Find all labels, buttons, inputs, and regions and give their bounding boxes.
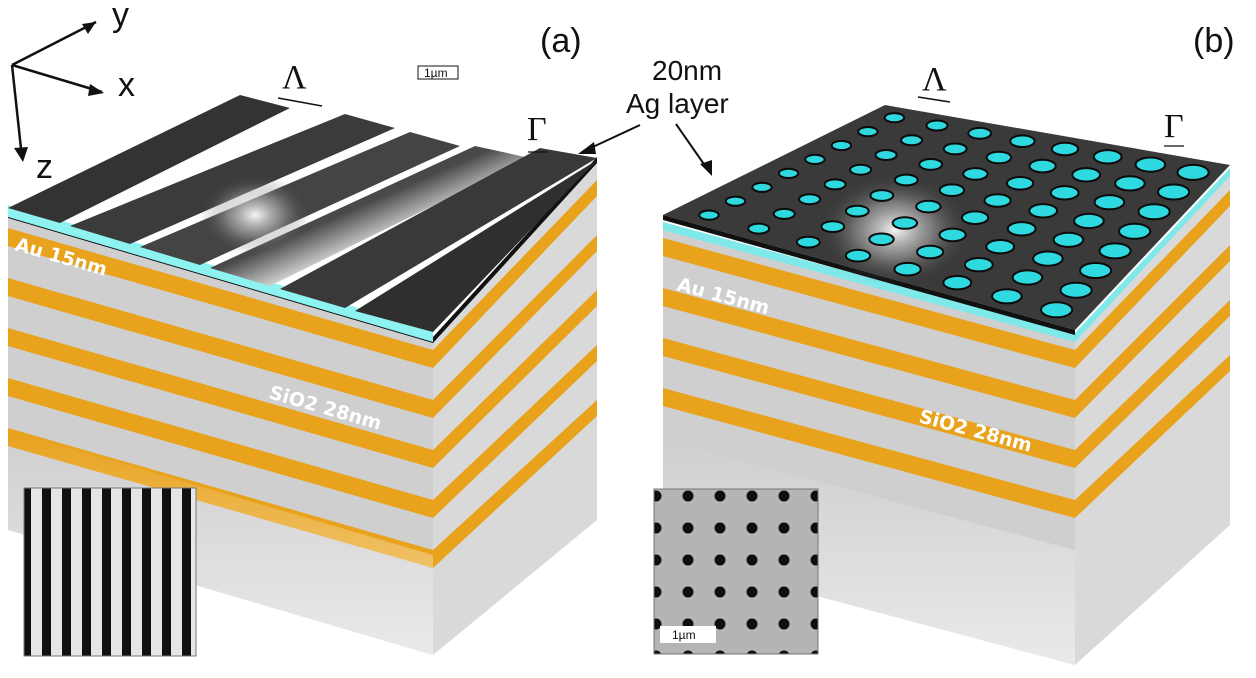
panel-b-hole-array: [698, 112, 1210, 319]
hole: [798, 193, 822, 206]
ag-label-line1: 20nm: [652, 55, 722, 86]
panel-a-sem-inset: [23, 487, 197, 657]
hole: [893, 261, 922, 277]
hole: [874, 149, 898, 161]
hole: [985, 150, 1013, 165]
hole: [1052, 231, 1085, 248]
hole: [820, 220, 846, 234]
hole: [991, 288, 1023, 305]
hole: [915, 199, 942, 214]
hole: [985, 239, 1016, 255]
hole: [963, 257, 994, 273]
hole: [916, 244, 945, 260]
y-axis-label: y: [112, 0, 129, 34]
hole: [724, 195, 747, 207]
hole: [893, 173, 919, 187]
hole: [1032, 250, 1064, 267]
hole: [1006, 221, 1037, 237]
hole: [1157, 183, 1191, 201]
hole: [804, 153, 826, 165]
hole: [830, 139, 853, 152]
hole: [1011, 269, 1044, 286]
panel-a-scale-box: [417, 65, 459, 80]
hole: [900, 134, 924, 147]
hole: [1059, 281, 1093, 299]
ag-label-line2: Ag layer: [626, 88, 729, 119]
hole: [772, 207, 796, 220]
panel-a-scale-label: 1µm: [424, 66, 448, 80]
hole: [1118, 222, 1152, 240]
hole: [849, 163, 873, 176]
axes-indicator: y x z: [10, 0, 135, 186]
hole: [1098, 242, 1132, 260]
hole: [795, 235, 821, 249]
hole: [967, 126, 993, 140]
hole: [925, 119, 949, 132]
hole: [777, 167, 800, 179]
hole: [869, 189, 895, 202]
panel-b-label: (b): [1193, 22, 1235, 60]
hole: [1071, 167, 1102, 183]
hole: [918, 158, 944, 171]
panel-b-scale-box: [660, 626, 716, 643]
hole: [1114, 175, 1146, 192]
hole: [751, 181, 773, 193]
panel-a-gap-symbol: Γ: [527, 111, 547, 148]
hole: [1176, 163, 1210, 181]
hole: [942, 142, 968, 156]
x-axis-label: x: [118, 66, 135, 104]
hole: [868, 232, 895, 247]
hole: [844, 204, 870, 218]
panel-b-period-arrow: [917, 96, 951, 103]
ag-callout: 20nm Ag layer: [578, 55, 729, 176]
hole: [1137, 203, 1171, 221]
panel-b-cyan-edge: [663, 168, 1230, 342]
hole: [823, 178, 847, 191]
hole: [938, 227, 967, 243]
hole: [942, 275, 973, 291]
y-axis-arrow: [11, 20, 97, 67]
hole: [1093, 194, 1126, 211]
hole: [1134, 156, 1167, 173]
panel-a-label: (a): [540, 22, 582, 60]
hole: [698, 209, 720, 221]
panel-b-scale-label: 1µm: [672, 628, 696, 642]
panel-b: Au 15nm SiO2 28nm (b) Λ Γ 1µm: [653, 22, 1235, 665]
hole: [844, 248, 872, 263]
panel-a: Au 15nm SiO2 28nm (a) Λ Γ 1µm: [8, 22, 597, 657]
hole: [962, 167, 989, 181]
z-axis-label: z: [36, 148, 53, 186]
hole: [883, 112, 906, 124]
panel-b-right-gold-layers: [1075, 190, 1230, 518]
ag-arrow-right: [675, 123, 709, 171]
hole: [1009, 134, 1036, 148]
hole: [983, 193, 1012, 208]
x-axis-arrow: [11, 63, 103, 94]
hole: [891, 216, 919, 230]
panel-b-front-gold-layers: [663, 238, 1075, 518]
panel-a-right-gold-layers: [433, 180, 597, 568]
hole: [857, 126, 879, 138]
hole: [1006, 176, 1035, 191]
z-axis-arrow: [10, 64, 24, 159]
hole: [747, 222, 771, 235]
hole: [1050, 141, 1080, 157]
panel-b-gap-symbol: Γ: [1164, 108, 1184, 145]
panel-a-grating: [8, 95, 597, 332]
panel-a-period-arrow: [277, 97, 323, 107]
panel-b-period-symbol: Λ: [922, 61, 947, 98]
hole: [1049, 185, 1080, 201]
hole: [1079, 262, 1113, 279]
panel-a-period-symbol: Λ: [282, 59, 307, 96]
hole: [1028, 203, 1059, 219]
hole: [961, 210, 990, 225]
hole: [938, 183, 966, 197]
hole: [1028, 158, 1057, 174]
hole: [1092, 149, 1123, 165]
hole: [1040, 301, 1074, 319]
hole: [1073, 212, 1105, 230]
